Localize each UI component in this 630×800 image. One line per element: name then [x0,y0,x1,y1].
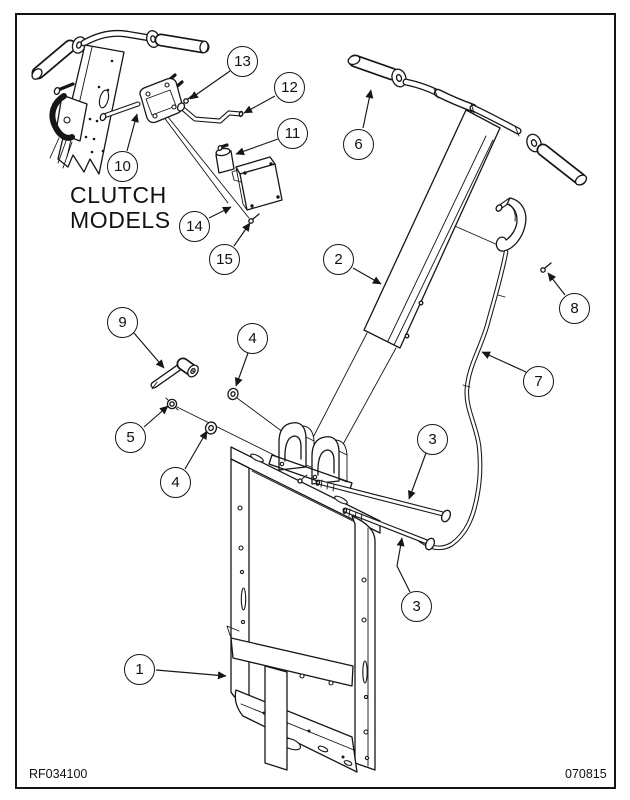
callout-13: 13 [227,46,258,77]
leader-4-lower [184,430,208,470]
callout-8: 8 [559,293,590,324]
leader-13 [189,70,231,100]
handlebar-column [363,109,501,349]
clutch-link-rod [176,102,244,124]
mounting-hardware [150,357,239,435]
callout-4-upper: 4 [237,323,268,354]
callout-3-lower: 3 [401,591,432,622]
frame-weldment [226,422,381,773]
leader-9 [133,332,165,369]
leader-6 [362,89,374,129]
callout-15: 15 [209,244,240,275]
control-cable [417,249,509,551]
clutch-bracket-plate [139,73,250,219]
callout-10: 10 [107,151,138,182]
callout-2: 2 [323,244,354,275]
handlebar-tube [347,54,588,186]
cable-clamp [495,197,552,273]
clutch-models-assembly [31,29,283,224]
leader-3-upper [408,452,427,500]
leader-4-upper [234,352,249,387]
clutch-lever [49,82,88,169]
callout-11: 11 [277,118,308,149]
leader-14 [208,206,232,219]
callout-6: 6 [343,129,374,160]
bracket-base-plate [268,454,353,493]
interlock-switch [215,143,235,174]
clutch-models-label-line2: MODELS [70,206,171,233]
callout-7: 7 [523,366,554,397]
leader-5 [143,405,169,428]
callout-12: 12 [274,72,305,103]
cover-box [231,156,283,224]
clutch-models-label-line1: CLUTCH [70,182,167,208]
leader-11 [235,138,279,156]
clutch-handlebar [31,29,210,80]
leader-15 [233,222,251,247]
diagram-border [15,13,616,789]
callout-14: 14 [179,211,210,242]
lever-knob [150,357,199,390]
leader-3-lower [396,537,411,593]
main-handlebar [347,54,588,551]
saddle-bracket-left [278,422,315,471]
leader-8 [547,272,566,296]
washer-lower [204,421,218,435]
clutch-pivot-rod [99,101,141,122]
clutch-models-label: CLUTCH MODELS [70,183,171,233]
leader-2 [352,267,382,285]
leader-12 [243,95,276,114]
clamp-bolt-lower [342,507,436,551]
callout-4-lower: 4 [160,467,191,498]
washer-upper [227,387,239,401]
saddle-bracket-right [311,436,348,485]
leader-1 [155,669,227,680]
flange-nut [165,397,179,411]
callout-3-upper: 3 [417,424,448,455]
leader-7 [481,351,527,373]
callout-9: 9 [107,307,138,338]
callout-1: 1 [124,654,155,685]
drawing-code-right: 070815 [565,767,607,781]
leader-10 [126,113,139,152]
drawing-code-left: RF034100 [29,767,88,781]
callout-5: 5 [115,422,146,453]
leader-lines [126,70,566,680]
clamp-bolt-upper [315,479,452,523]
